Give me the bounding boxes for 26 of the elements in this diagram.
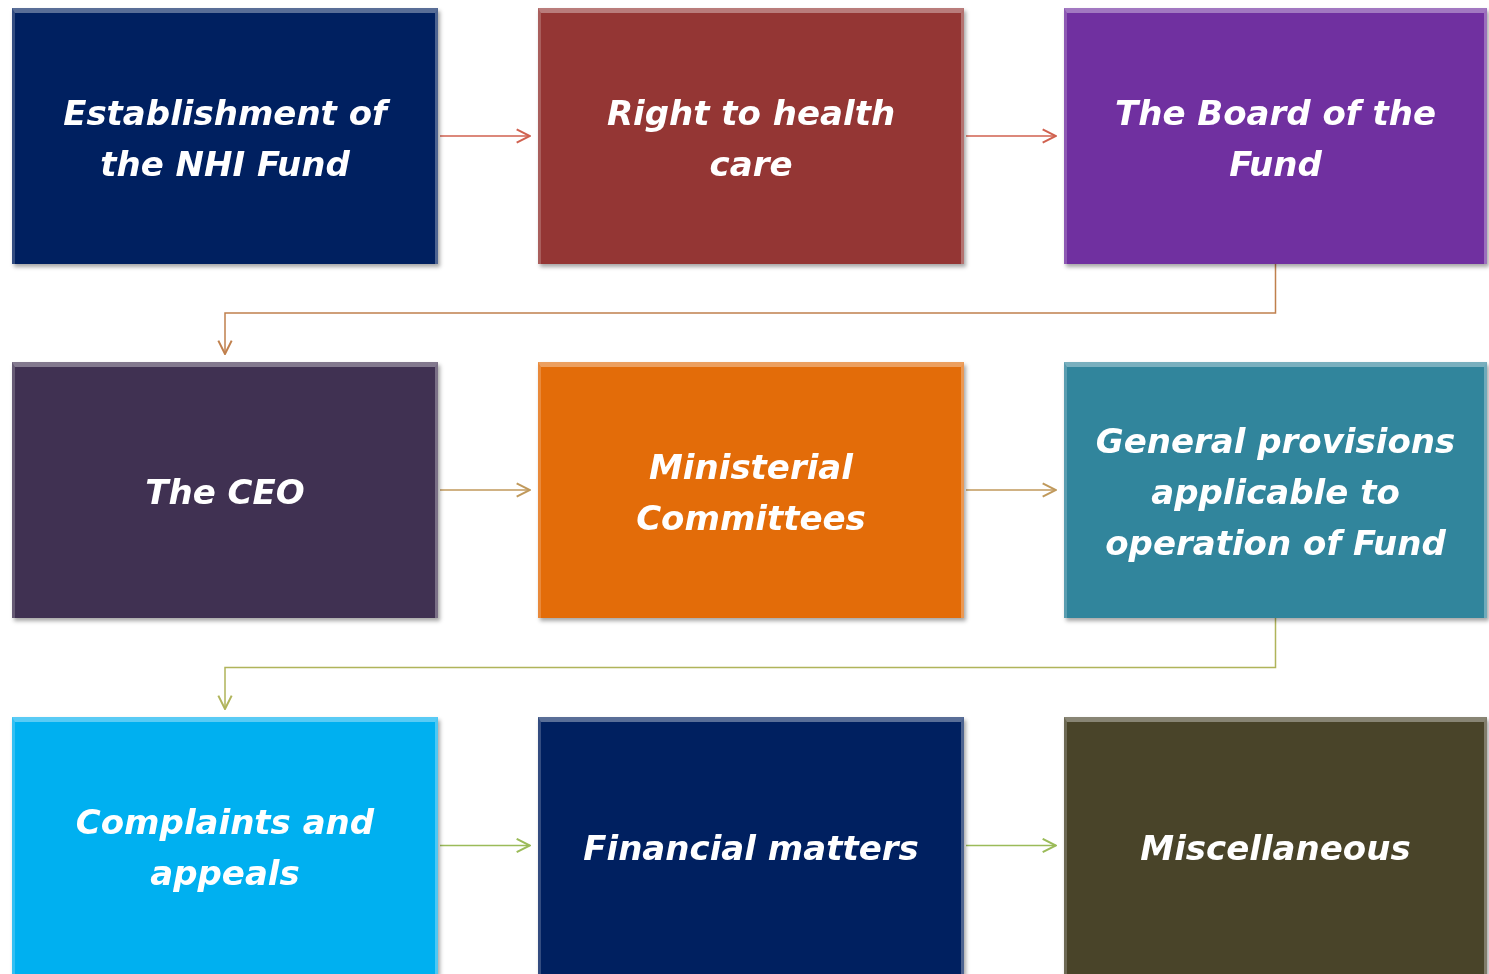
arrow xyxy=(439,128,531,144)
section-title: Complaints and appeals xyxy=(74,801,376,895)
section-box xyxy=(1064,362,1487,618)
section-box xyxy=(12,362,438,618)
section-box xyxy=(538,717,964,974)
arrow xyxy=(965,128,1057,144)
arrow xyxy=(439,482,531,498)
section-title: Establishment of the NHI Fund xyxy=(40,87,410,190)
arrow xyxy=(439,837,531,854)
arrow xyxy=(965,837,1057,854)
section-title: Right to health care xyxy=(605,91,897,186)
section-box xyxy=(12,717,438,974)
section-box xyxy=(12,8,438,264)
arrow xyxy=(217,263,1277,355)
arrow xyxy=(965,482,1057,498)
section-title: The Board of the Fund xyxy=(1114,91,1437,186)
section-title: Miscellaneous xyxy=(1140,826,1411,870)
section-box xyxy=(1064,717,1487,974)
section-box xyxy=(1064,8,1487,264)
section-title: Financial matters xyxy=(583,826,919,870)
section-title: Ministerial Committees xyxy=(635,445,867,540)
arrow xyxy=(217,617,1277,710)
section-box xyxy=(538,8,964,264)
section-title: The CEO xyxy=(145,471,305,514)
section-title: General provisions applicable to operation of Fund xyxy=(1094,420,1457,565)
section-box xyxy=(538,362,964,618)
